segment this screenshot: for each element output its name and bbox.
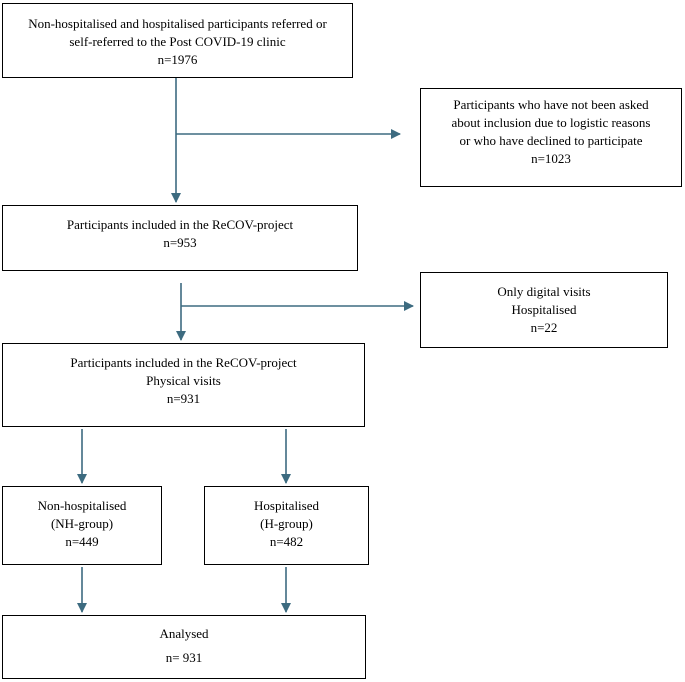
- referred-line-2: self-referred to the Post COVID-19 clini…: [69, 34, 286, 49]
- included-line-1: Participants included in the ReCOV-proje…: [66, 217, 294, 232]
- box-physical: Participants included in the ReCOV-proje…: [2, 343, 365, 427]
- included-count: n=953: [163, 235, 197, 250]
- excluded-count: n=1023: [531, 151, 571, 166]
- physical-line-1: Participants included in the ReCOV-proje…: [70, 355, 297, 370]
- box-h-group: Hospitalised (H-group) n=482: [204, 486, 369, 565]
- box-digital: Only digital visits Hospitalised n=22: [420, 272, 668, 348]
- nh-group-count: n=449: [65, 534, 99, 549]
- excluded-line-3: or who have declined to participate: [459, 133, 643, 148]
- excluded-line-1: Participants who have not been asked: [453, 97, 649, 112]
- box-included: Participants included in the ReCOV-proje…: [2, 205, 358, 271]
- referred-line-1: Non-hospitalised and hospitalised partic…: [28, 16, 327, 31]
- h-group-line-2: (H-group): [260, 516, 313, 531]
- analysed-line-1: Analysed: [159, 626, 209, 641]
- excluded-line-2: about inclusion due to logistic reasons: [451, 115, 651, 130]
- physical-count: n=931: [166, 391, 201, 406]
- box-referred: Non-hospitalised and hospitalised partic…: [2, 3, 353, 78]
- nh-group-line-1: Non-hospitalised: [37, 498, 127, 513]
- physical-line-2: Physical visits: [146, 373, 221, 388]
- referred-count: n=1976: [157, 52, 198, 67]
- digital-line-1: Only digital visits: [497, 284, 591, 299]
- analysed-count: n= 931: [165, 650, 203, 665]
- box-analysed: Analysed n= 931: [2, 615, 366, 679]
- h-group-count: n=482: [269, 534, 304, 549]
- box-nh-group: Non-hospitalised (NH-group) n=449: [2, 486, 162, 565]
- h-group-line-1: Hospitalised: [254, 498, 319, 513]
- box-excluded: Participants who have not been asked abo…: [420, 88, 682, 187]
- nh-group-line-2: (NH-group): [50, 516, 114, 531]
- digital-count: n=22: [530, 320, 558, 335]
- digital-line-2: Hospitalised: [511, 302, 577, 317]
